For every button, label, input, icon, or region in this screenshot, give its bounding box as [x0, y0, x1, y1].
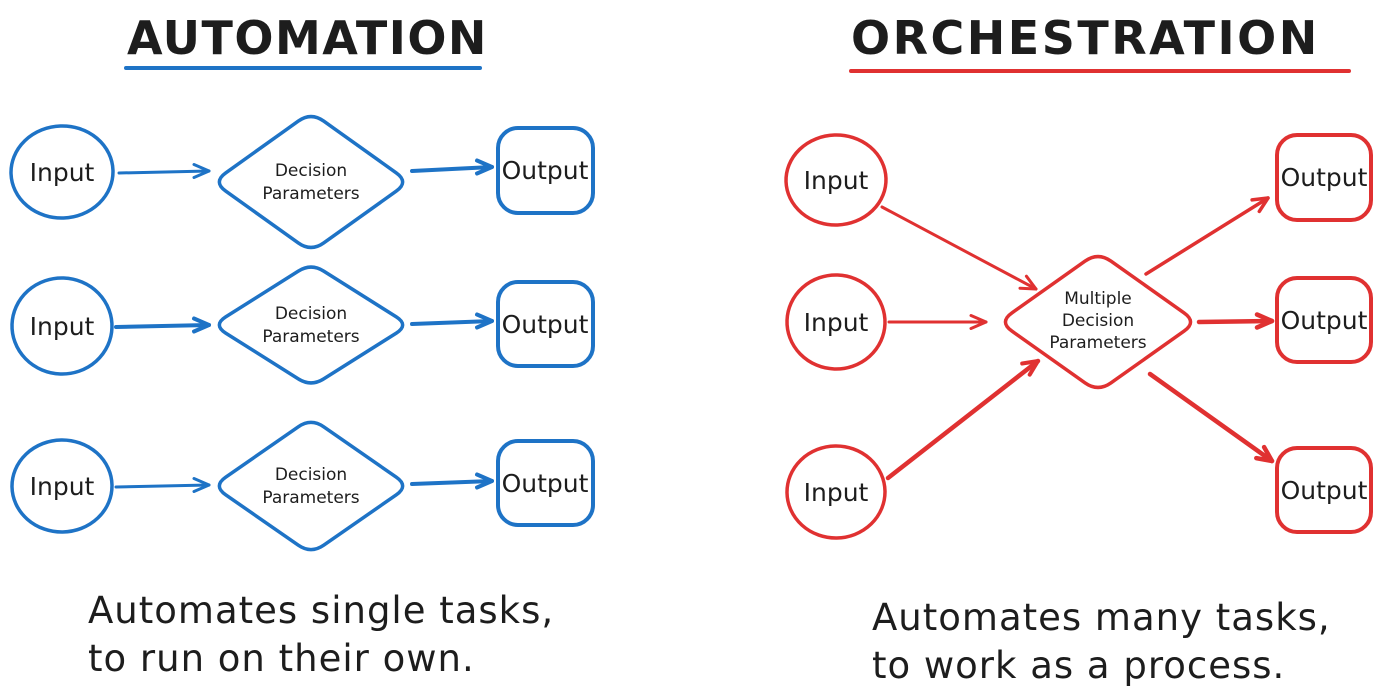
input-circle: [785, 273, 887, 371]
flow-arrowhead: [969, 314, 988, 330]
flow-arrow: [410, 319, 494, 326]
output-label: Output: [502, 469, 589, 498]
decision-label-line1: Decision: [275, 465, 347, 485]
decision-diamond: [1003, 254, 1193, 390]
flow-arrowhead: [192, 163, 211, 179]
input-circle: [10, 438, 114, 534]
flow-arrowhead: [475, 312, 494, 330]
input-circle: [9, 124, 115, 220]
flow-arrow: [410, 165, 494, 173]
input-circle: [784, 133, 888, 227]
decision-diamond: [217, 114, 405, 250]
output-box: [1275, 133, 1373, 222]
flow-arrowhead: [1020, 359, 1040, 377]
flow-arrow: [410, 479, 494, 486]
output-label: Output: [1281, 306, 1368, 335]
orchestration-inputs: Input Input Input: [784, 133, 888, 540]
flow-arrow: [1147, 371, 1275, 464]
input-label: Input: [30, 312, 95, 341]
input-label: Input: [804, 478, 869, 507]
output-box: [1275, 276, 1373, 364]
output-label: Output: [1281, 476, 1368, 505]
output-box: [1275, 446, 1373, 534]
output-box: [496, 126, 595, 215]
automation-row: Input Decision Parameters Output: [10, 420, 595, 552]
decision-diamond: [217, 420, 405, 552]
flow-arrowhead: [475, 472, 494, 490]
flow-arrowhead: [192, 316, 211, 334]
orchestration-caption-line1: Automates many tasks,: [872, 596, 1331, 639]
flow-arrowhead: [1018, 274, 1038, 291]
input-circle: [785, 444, 887, 540]
input-label: Input: [804, 166, 869, 195]
flow-arrowhead: [1250, 196, 1270, 214]
flow-arrowhead: [1254, 312, 1275, 330]
decision-label-line2: Parameters: [262, 327, 359, 347]
output-label: Output: [502, 156, 589, 185]
flow-arrow: [1144, 196, 1270, 276]
output-box: [496, 280, 595, 368]
decision-label-line1: Decision: [275, 161, 347, 181]
flow-arrowhead: [192, 477, 211, 493]
orchestration-outputs: Output Output Output: [1275, 133, 1373, 534]
orchestration-title: ORCHESTRATION: [851, 11, 1320, 65]
output-label: Output: [502, 310, 589, 339]
decision-label-line2: Parameters: [262, 184, 359, 204]
automation-row: Input Decision Parameters Output: [10, 265, 595, 385]
flow-arrow: [117, 169, 211, 175]
input-circle: [10, 276, 114, 376]
flow-arrow: [880, 205, 1038, 291]
input-label: Input: [30, 158, 95, 187]
decision-label-line3: Parameters: [1049, 333, 1146, 353]
orchestration-caption-line2: to work as a process.: [872, 644, 1285, 687]
flow-arrowhead: [1254, 444, 1275, 464]
automation-title: AUTOMATION: [127, 11, 488, 65]
flow-arrow: [885, 358, 1041, 481]
flow-arrow: [1196, 318, 1275, 325]
automation-caption-line1: Automates single tasks,: [88, 589, 554, 632]
flow-arrowhead: [475, 158, 494, 176]
decision-label-line1: Multiple: [1064, 289, 1132, 309]
flow-arrow: [114, 483, 211, 489]
automation-caption-line2: to run on their own.: [88, 637, 475, 680]
input-label: Input: [30, 472, 95, 501]
automation-row: Input Decision Parameters Output: [9, 114, 595, 250]
orchestration-panel: ORCHESTRATION Input Input Input Multiple…: [784, 11, 1373, 687]
output-box: [496, 439, 595, 527]
decision-label-line1: Decision: [275, 304, 347, 324]
output-label: Output: [1281, 163, 1368, 192]
decision-diamond: [217, 265, 405, 385]
decision-label-line2: Parameters: [262, 488, 359, 508]
automation-panel: AUTOMATION Input Decision Parameters Out…: [9, 11, 595, 680]
input-label: Input: [804, 308, 869, 337]
decision-label-line2: Decision: [1062, 311, 1134, 331]
flow-arrow: [114, 323, 211, 329]
